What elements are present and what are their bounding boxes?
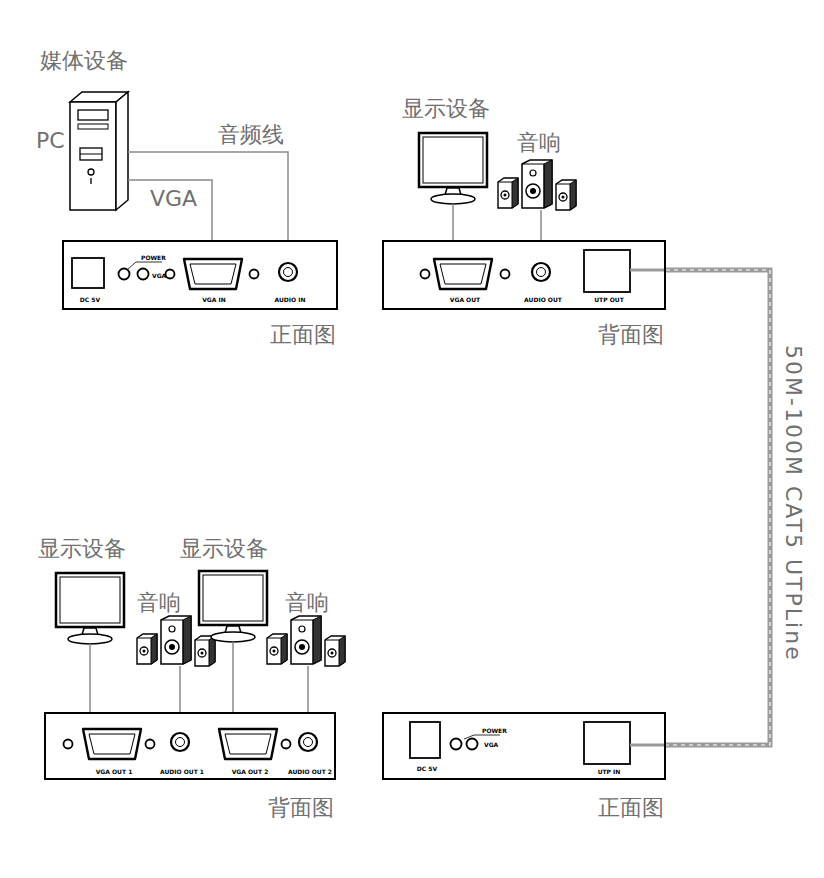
transmitter-back-ports bbox=[421, 250, 667, 292]
port-label: AUDIO IN bbox=[275, 297, 306, 303]
port-label: DC 5V bbox=[417, 766, 437, 772]
view-caption: 背面图 bbox=[268, 797, 334, 819]
speaker-node: 音响 bbox=[265, 592, 347, 666]
transmitter-front-panel: DC 5VPOWERVGAVGA INAUDIO IN正面图 bbox=[62, 240, 338, 310]
transmitter-front-ports bbox=[72, 258, 297, 289]
cable bbox=[89, 644, 91, 712]
port-label: POWER bbox=[141, 255, 166, 261]
pc-tower bbox=[70, 92, 128, 210]
pc-node: 媒体设备 PC bbox=[36, 48, 128, 212]
cable bbox=[232, 642, 234, 712]
device-label: PC bbox=[36, 130, 65, 152]
cable-group bbox=[233, 642, 234, 712]
cable-group bbox=[90, 644, 91, 712]
receiver-front-ports bbox=[410, 722, 666, 764]
monitor-node: 显示设备 bbox=[402, 98, 502, 204]
device-label: 显示设备 bbox=[180, 538, 268, 560]
cable bbox=[179, 666, 181, 712]
monitor-node: 显示设备 bbox=[180, 538, 280, 642]
cable-group bbox=[453, 204, 454, 240]
port-label: VGA OUT bbox=[450, 297, 480, 303]
cable-label: 50M-100M CAT5 UTPLine bbox=[782, 345, 804, 662]
device-label: 音响 bbox=[517, 132, 561, 154]
utp-cable bbox=[666, 270, 770, 745]
port-label: VGA IN bbox=[202, 297, 226, 303]
port-label: AUDIO OUT bbox=[524, 297, 562, 303]
receiver-back-ports bbox=[64, 729, 318, 759]
port-label: AUDIO OUT 1 bbox=[160, 769, 204, 775]
monitor-icon bbox=[199, 571, 267, 642]
monitor-icon bbox=[419, 133, 487, 204]
monitor-node: 显示设备 bbox=[38, 538, 138, 644]
port-label: VGA bbox=[152, 273, 166, 279]
speaker-icon bbox=[498, 160, 576, 210]
cable-label: VGA bbox=[150, 188, 197, 210]
cable bbox=[128, 180, 212, 240]
speaker-node: 音响 bbox=[135, 592, 217, 666]
view-caption: 正面图 bbox=[270, 324, 336, 346]
port-label: POWER bbox=[482, 728, 507, 734]
cable-group bbox=[128, 152, 288, 240]
port-label: VGA OUT 1 bbox=[96, 769, 133, 775]
receiver-front-panel: DC 5VPOWERVGAUTP IN正面图 bbox=[382, 712, 666, 780]
transmitter-back-panel: VGA OUTAUDIO OUTUTP OUT背面图 bbox=[382, 240, 666, 310]
view-caption: 正面图 bbox=[598, 797, 664, 819]
device-label: 媒体设备 bbox=[40, 50, 128, 72]
port-label: UTP OUT bbox=[594, 297, 624, 303]
cable bbox=[540, 210, 542, 240]
cable bbox=[452, 204, 454, 240]
cable-twist bbox=[666, 270, 770, 745]
cable-group bbox=[180, 666, 181, 712]
cable bbox=[307, 666, 309, 712]
port-label: DC 5V bbox=[80, 297, 100, 303]
cable bbox=[128, 152, 288, 240]
cable-group bbox=[308, 666, 309, 712]
port-label: AUDIO OUT 2 bbox=[288, 769, 332, 775]
device-label: 显示设备 bbox=[402, 98, 490, 120]
cable-label: 音频线 bbox=[218, 124, 284, 146]
speaker-node: 音响 bbox=[496, 132, 578, 210]
port-label: VGA OUT 2 bbox=[232, 769, 269, 775]
cable-group bbox=[666, 270, 770, 745]
view-caption: 背面图 bbox=[598, 324, 664, 346]
port-label: VGA bbox=[484, 742, 498, 748]
cable-group bbox=[128, 180, 212, 240]
cable-group bbox=[541, 210, 542, 240]
speaker-icon bbox=[267, 616, 345, 666]
device-label: 显示设备 bbox=[38, 538, 126, 560]
device-label: 音响 bbox=[137, 592, 181, 614]
device-label: 音响 bbox=[285, 592, 329, 614]
receiver-back-panel: VGA OUT 1 AUDIO OUT 1 VGA OUT 2 AUDIO OUT 2… bbox=[44, 712, 336, 780]
monitor-icon bbox=[56, 573, 124, 644]
port-label: UTP IN bbox=[598, 769, 621, 775]
